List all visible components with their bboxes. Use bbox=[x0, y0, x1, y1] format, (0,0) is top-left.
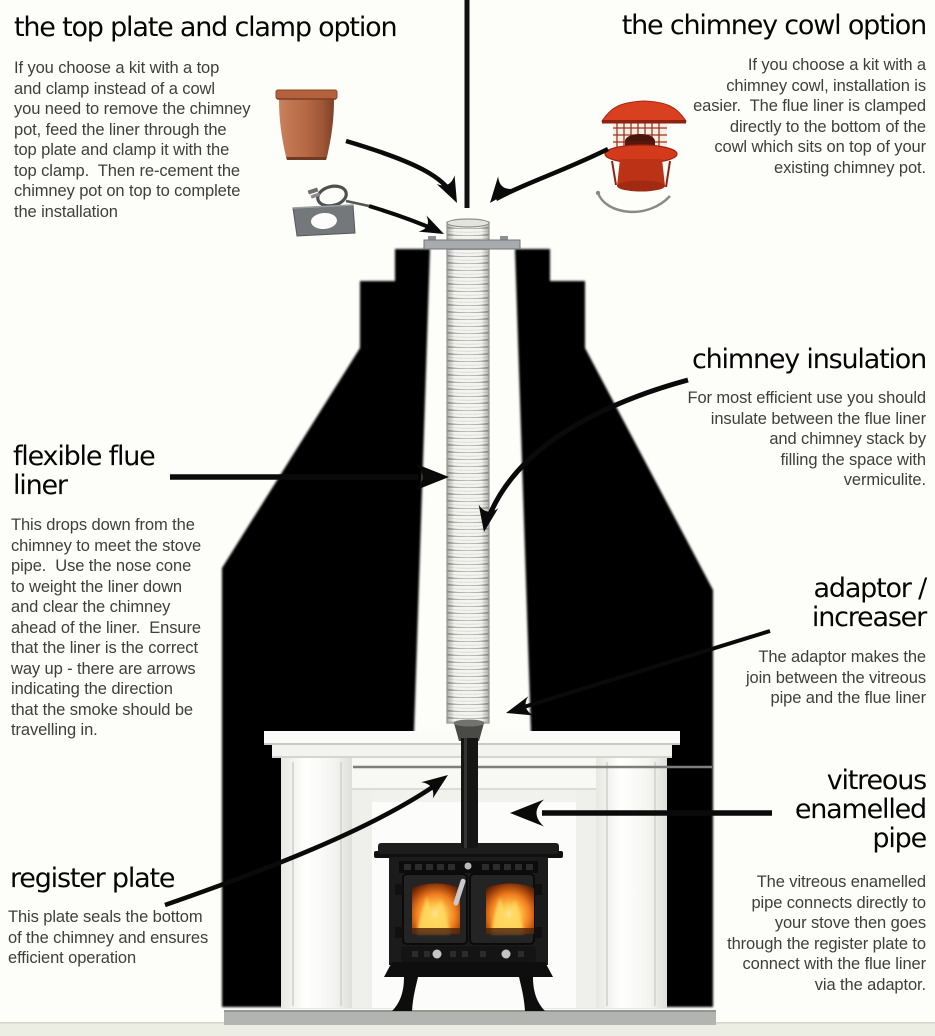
arrow-register-plate bbox=[164, 775, 448, 908]
arrow-chimney-insulation bbox=[478, 377, 689, 532]
text-cowl-option: If you choose a kit with a chimney cowl,… bbox=[693, 56, 926, 177]
arrow-vitreous-pipe bbox=[510, 799, 772, 827]
text-vitreous-pipe: The vitreous enamelled pipe connects dir… bbox=[727, 873, 926, 994]
top-plate-bar bbox=[423, 236, 521, 250]
arrow-flue-liner bbox=[170, 463, 449, 491]
heading-flexible-flue-liner: flexible flue liner bbox=[13, 441, 156, 502]
stove-air-knob bbox=[464, 862, 472, 870]
vitreous-pipe bbox=[461, 738, 478, 848]
arrow-cowl-to-chimney-top bbox=[490, 146, 610, 203]
text-top-plate-option: If you choose a kit with a top and clamp… bbox=[14, 59, 251, 221]
fire-glow bbox=[412, 883, 534, 934]
clamp-image bbox=[307, 184, 370, 208]
text-chimney-insulation: For most efficient use you should insula… bbox=[687, 389, 926, 489]
top-plate-image bbox=[292, 204, 356, 237]
arrow-adaptor bbox=[506, 629, 771, 716]
heading-register-plate: register plate bbox=[10, 863, 175, 894]
heading-vitreous-pipe: vitreous enamelled pipe bbox=[794, 765, 927, 855]
wood-stove bbox=[374, 843, 563, 1011]
adaptor-increaser bbox=[453, 719, 485, 741]
text-flexible-flue-liner: This drops down from the chimney to meet… bbox=[11, 516, 202, 739]
text-adaptor-increaser: The adaptor makes the join between the v… bbox=[745, 648, 926, 707]
stove-door-handle bbox=[453, 878, 466, 906]
chimney-pot-image bbox=[275, 89, 338, 160]
hearth bbox=[224, 1010, 716, 1025]
heading-adaptor-increaser: adaptor / increaser bbox=[811, 573, 927, 634]
flexible-flue-liner bbox=[446, 218, 490, 724]
text-register-plate: This plate seals the bottom of the chimn… bbox=[8, 908, 209, 967]
liner-feed-line bbox=[464, 0, 470, 208]
heading-cowl-option: the chimney cowl option bbox=[621, 10, 927, 41]
heading-top-plate-option: the top plate and clamp option bbox=[14, 12, 398, 43]
arrow-pot-to-chimney-top bbox=[345, 138, 457, 203]
chimney-cowl-image bbox=[595, 100, 687, 213]
arrow-plate-to-top-plate bbox=[368, 204, 444, 234]
heading-chimney-insulation: chimney insulation bbox=[691, 344, 927, 375]
